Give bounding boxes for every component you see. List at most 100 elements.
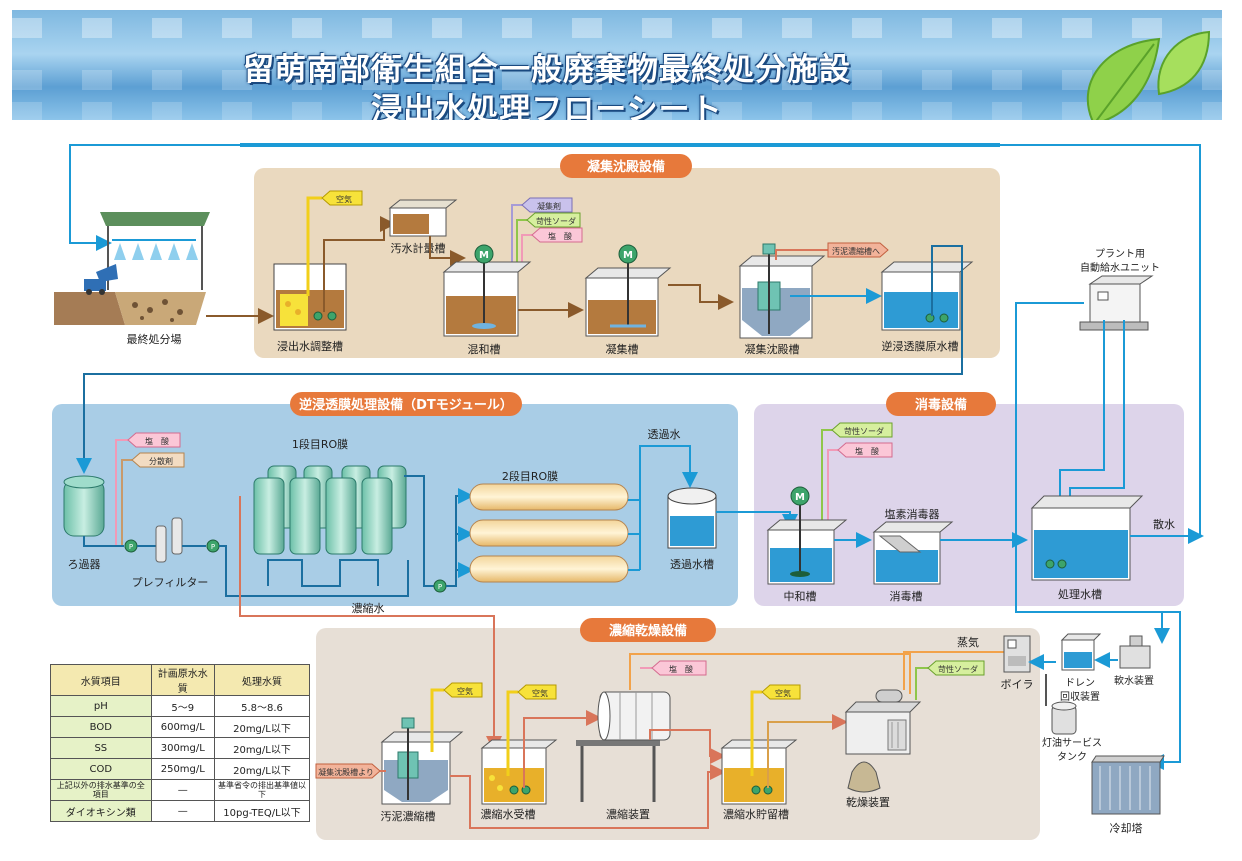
cooling-tower: 冷却塔 [1091,755,1165,835]
coag-header: 凝集沈殿設備 [560,154,692,178]
pump-3: P [433,579,447,593]
page-title: 留萌南部衛生組合一般廃棄物最終処分施設 [243,52,851,88]
permeate-tank: 透過水槽 [667,487,717,571]
leaf-icon [1086,30,1211,120]
air-tag-3: 空気 [517,684,557,700]
prefilter: プレフィルター [132,517,209,589]
svg-text:浸出水調整槽: 浸出水調整槽 [277,339,343,353]
svg-text:汚泥濃縮槽へ: 汚泥濃縮槽へ [832,246,880,256]
svg-text:M: M [623,250,633,261]
boiler: ボイラ [1001,635,1034,691]
disinfect-tank: 消毒槽 [872,521,954,603]
svg-text:分散剤: 分散剤 [149,456,173,466]
conc-store-tank: 濃縮水貯留槽 [720,739,798,821]
svg-text:P: P [211,543,215,551]
svg-text:塩 酸: 塩 酸 [145,436,169,446]
neutral-tank: M 中和槽 [766,486,848,603]
svg-text:凝集沈殿槽より: 凝集沈殿槽より [318,767,374,777]
svg-text:汚泥濃縮槽: 汚泥濃縮槽 [381,809,436,823]
softener: 軟水装置 [1114,635,1154,687]
svg-text:苛性ソーダ: 苛性ソーダ [938,664,978,674]
ro1-modules [253,465,407,555]
ro-header: 逆浸透膜処理設備（DTモジュール） [290,392,522,416]
hcl-tag-1: 塩 酸 [531,227,583,243]
table-row: COD 250mg/L 20mg/L以下 [50,758,311,780]
disinfect-header: 消毒設備 [886,392,996,416]
svg-text:濃縮乾燥設備: 濃縮乾燥設備 [609,623,687,639]
svg-text:空気: 空気 [457,686,473,696]
svg-text:プレフィルター: プレフィルター [132,576,209,589]
conc-receive-tank: 濃縮水受槽 [481,739,558,821]
from-settle-tag: 凝集沈殿槽より [315,763,381,779]
steam-label: 蒸気 [957,635,979,649]
svg-text:灯油サービス: 灯油サービス [1042,736,1102,749]
svg-text:濃縮水貯留槽: 濃縮水貯留槽 [723,807,789,821]
sewage-meter-tank: 汚水計量槽 [388,199,458,255]
drain-recovery: ドレン 回収装置 [1060,633,1102,703]
chlorinator-label: 塩素消毒器 [885,507,940,521]
svg-text:凝集槽: 凝集槽 [606,342,639,356]
table-row: SS 300mg/L 20mg/L以下 [50,737,311,759]
ro2-modules [469,483,629,583]
svg-text:乾燥装置: 乾燥装置 [846,796,890,809]
table-row: 上記以外の排水基準の全項目 — 基準省令の排出基準値以下 [50,779,311,801]
kerosene-tank: 灯油サービス タンク [1042,701,1102,763]
svg-text:回収装置: 回収装置 [1060,690,1100,703]
air-tag-2: 空気 [443,682,483,698]
concentrate-header: 濃縮乾燥設備 [580,618,716,642]
permeate-label: 透過水 [648,428,681,441]
pump-1: P [124,539,138,553]
svg-text:汚水計量槽: 汚水計量槽 [391,241,446,255]
svg-text:ろ過器: ろ過器 [68,558,101,571]
title-banner: 留萌南部衛生組合一般廃棄物最終処分施設 浸出水処理フローシート [12,10,1222,120]
leachate-adjust-tank: 浸出水調整槽 [273,263,347,353]
svg-text:透過水槽: 透過水槽 [670,558,714,571]
table-header: 計画原水水質 [150,664,215,696]
coag-tank: M 凝集槽 [584,244,672,356]
svg-text:冷却塔: 冷却塔 [1110,822,1143,835]
mixing-tank: M 混和槽 [442,244,532,356]
spray-label: 散水 [1153,517,1175,531]
hcl-tag-3: 塩 酸 [837,442,893,458]
coag-settle-tank: 凝集沈殿槽 [738,243,826,356]
filter: ろ過器 [63,475,105,571]
concentrate-water-label: 濃縮水 [352,601,385,615]
svg-text:P: P [438,583,442,591]
svg-text:苛性ソーダ: 苛性ソーダ [536,216,576,226]
svg-text:M: M [795,492,805,503]
conc-device: 濃縮装置 [576,691,671,821]
svg-text:濃縮装置: 濃縮装置 [606,807,650,821]
svg-text:空気: 空気 [336,194,352,204]
caustic-tag-1: 苛性ソーダ [526,212,581,228]
plant-water-unit: プラント用 自動給水ユニット [1079,248,1160,331]
svg-text:M: M [479,250,489,261]
coagulant-tag: 凝集剤 [521,197,573,213]
table-row: pH 5～9 5.8～8.6 [50,695,311,717]
svg-text:濃縮水受槽: 濃縮水受槽 [481,807,536,821]
svg-text:P: P [129,543,133,551]
ro2-label: 2段目RO膜 [502,469,558,483]
svg-text:塩 酸: 塩 酸 [855,446,879,456]
svg-text:空気: 空気 [775,688,791,698]
svg-text:凝集沈殿設備: 凝集沈殿設備 [587,159,665,175]
ro-raw-tank: 逆浸透膜原水槽 [880,261,974,353]
treated-tank: 処理水槽 [1030,495,1144,601]
svg-text:タンク: タンク [1057,751,1087,763]
svg-text:プラント用: プラント用 [1095,248,1145,260]
svg-text:自動給水ユニット: 自動給水ユニット [1080,261,1160,274]
svg-text:塩 酸: 塩 酸 [548,231,572,241]
svg-text:軟水装置: 軟水装置 [1114,674,1154,687]
svg-text:処理水槽: 処理水槽 [1058,588,1102,601]
air-tag-4: 空気 [761,684,801,700]
air-tag-1: 空気 [321,190,363,206]
table-header: 処理水質 [213,664,311,696]
recirc-pipe [69,144,1201,535]
table-row: ダイオキシン類 — 10pg-TEQ/L以下 [50,800,311,822]
svg-text:中和槽: 中和槽 [784,590,817,603]
hcl-tag-4: 塩 酸 [651,660,707,676]
svg-text:最終処分場: 最終処分場 [127,332,182,346]
to-sludge-tag: 汚泥濃縮槽へ [827,242,889,258]
pump-2: P [206,539,220,553]
table-header: 水質項目 [50,664,152,696]
